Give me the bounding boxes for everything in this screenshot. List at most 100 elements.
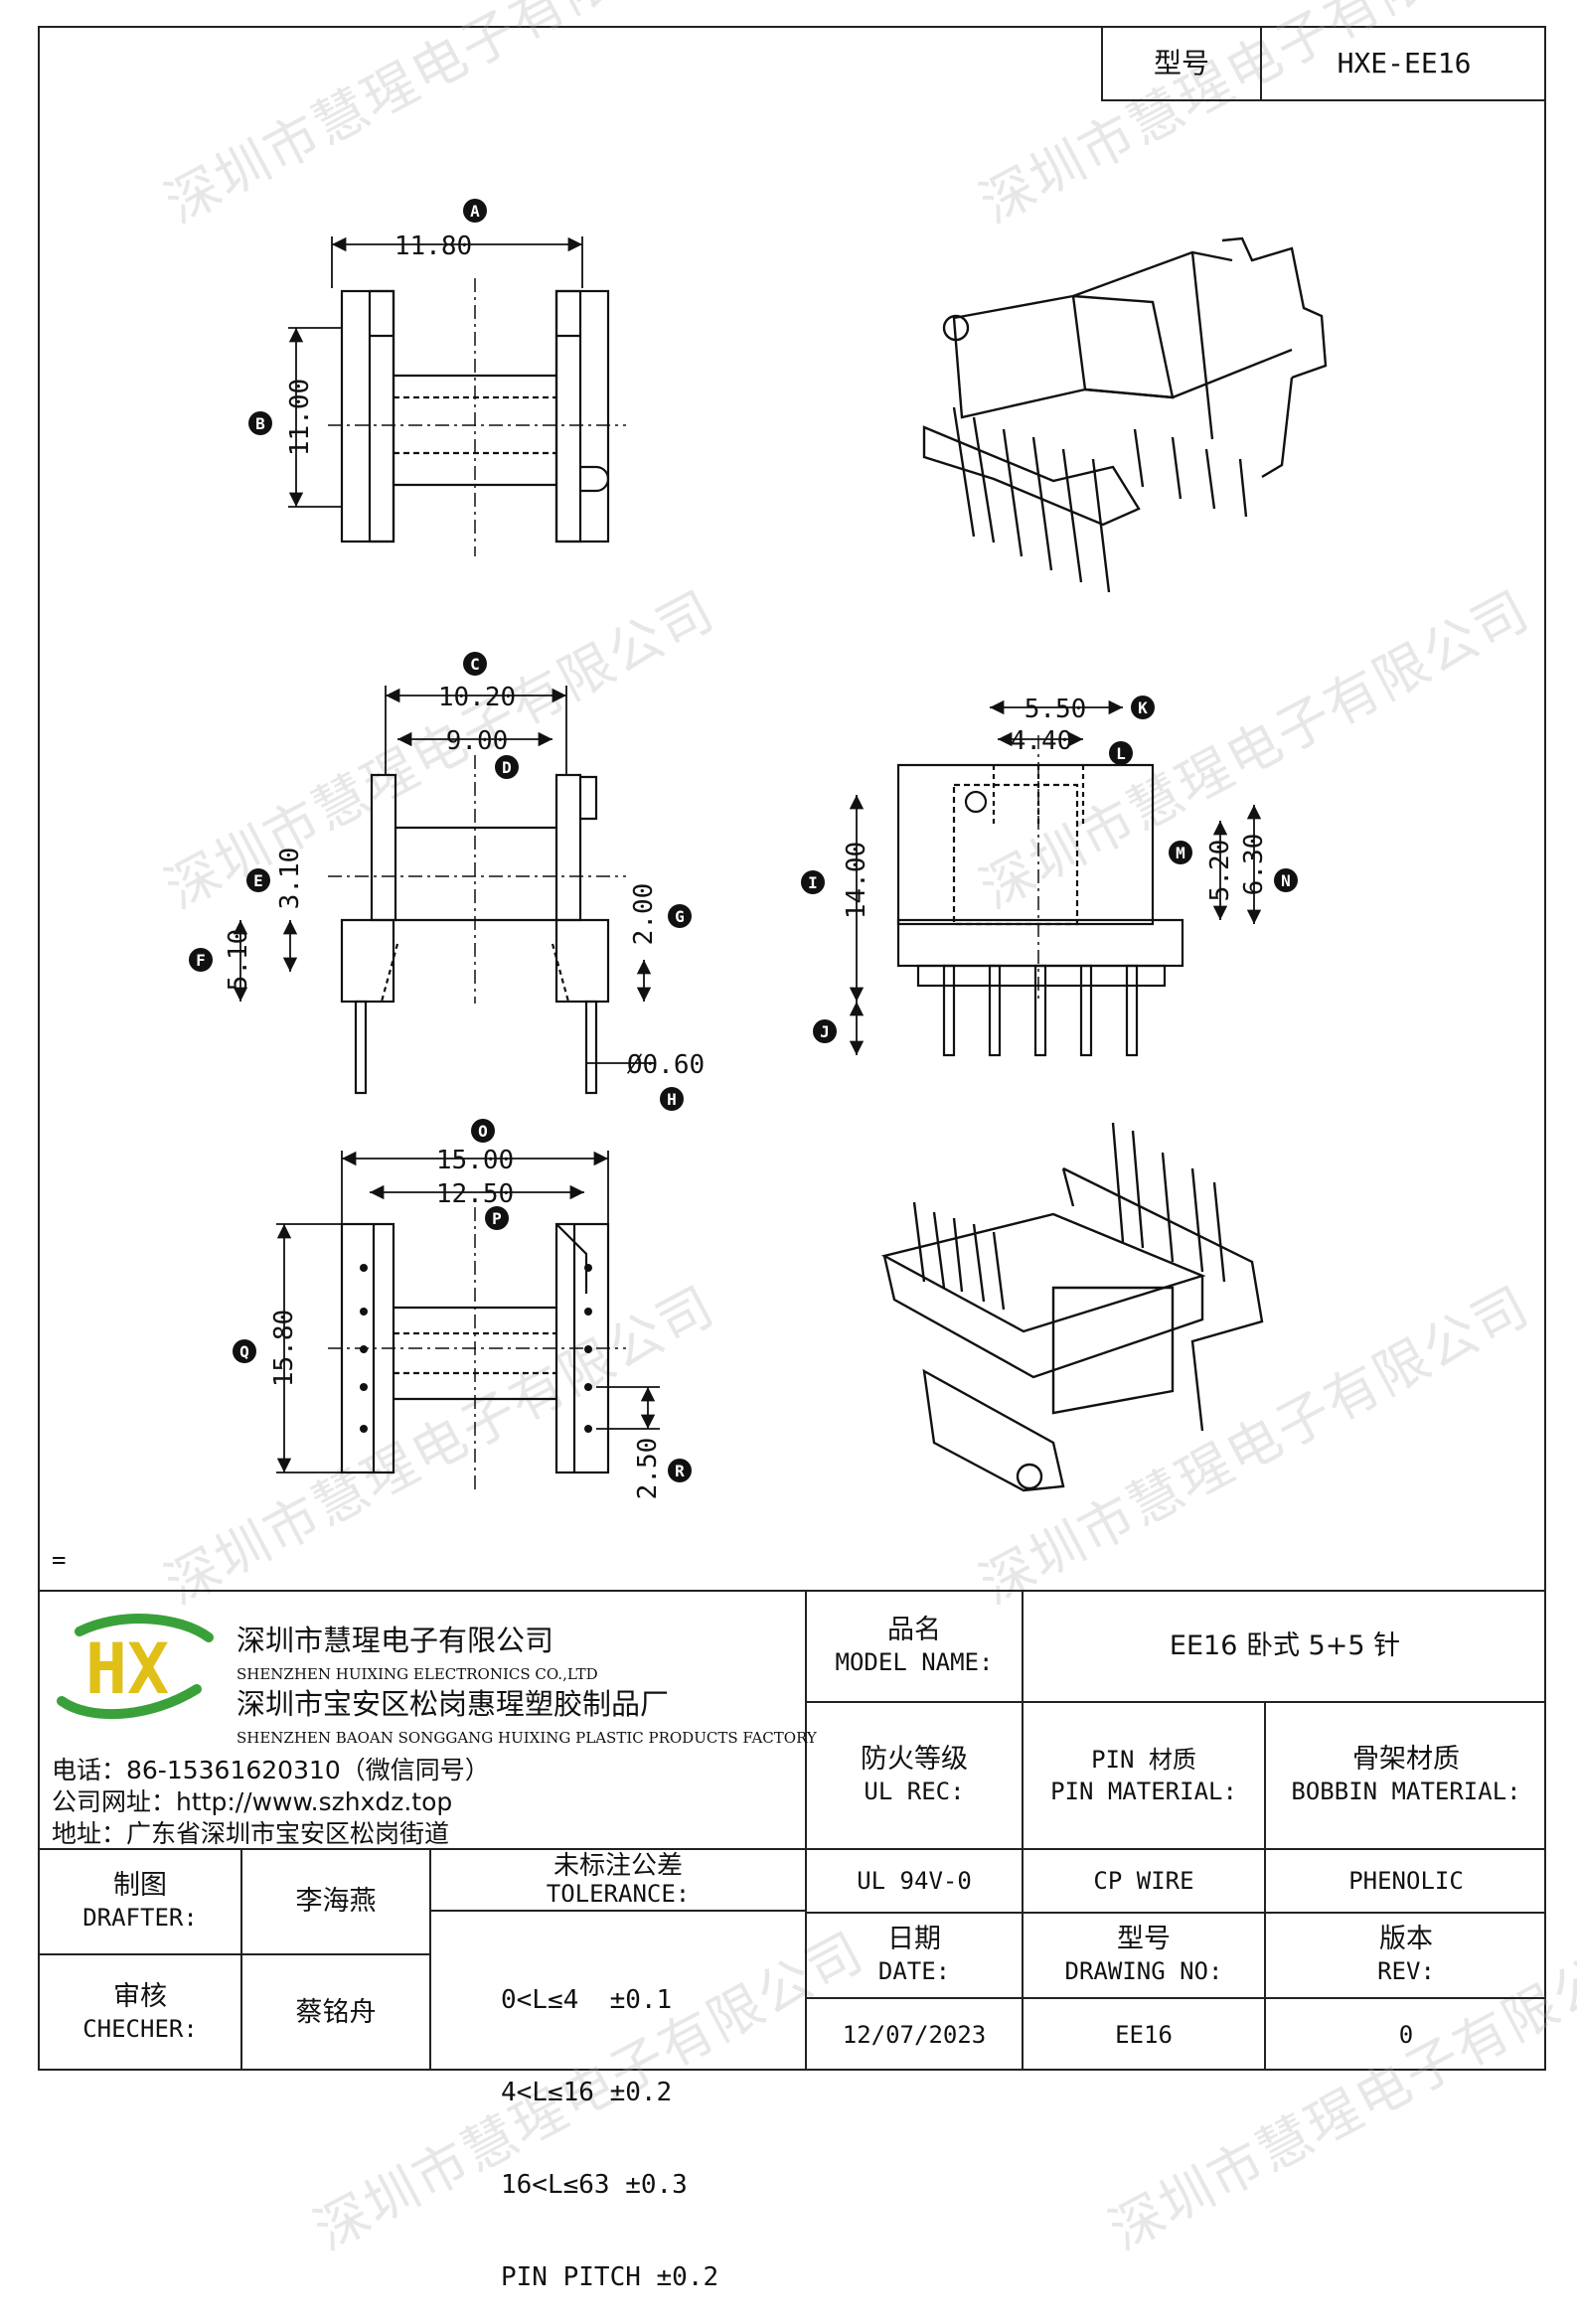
rev-cn: 版本	[1379, 1924, 1433, 1954]
svg-text:I: I	[808, 873, 818, 892]
factory-name-cn: 深圳市宝安区松岗惠瑆塑胶制品厂	[237, 1687, 670, 1721]
model-name-cn: 品名	[887, 1615, 941, 1645]
ref-circle-H: H	[660, 1087, 684, 1111]
svg-text:H: H	[667, 1090, 677, 1109]
dim-H-value: Ø0.60	[627, 1050, 705, 1080]
svg-text:R: R	[675, 1462, 685, 1480]
dim-K-value: 5.50	[1025, 695, 1087, 724]
drawing-no-cn: 型号	[1117, 1924, 1171, 1954]
ref-circle-G: G	[668, 904, 692, 928]
isometric-view-bottom	[880, 1122, 1264, 1492]
logo-letters: HX	[85, 1628, 169, 1710]
svg-text:N: N	[1281, 871, 1291, 890]
tolerance-en: TOLERANCE:	[546, 1880, 691, 1908]
dim-O-value: 15.00	[436, 1146, 514, 1175]
company-name-en: SHENZHEN HUIXING ELECTRONICS CO.,LTD	[237, 1665, 598, 1683]
svg-text:E: E	[253, 871, 263, 890]
svg-text:M: M	[1176, 844, 1185, 862]
svg-text:B: B	[255, 414, 265, 433]
ref-circle-P: P	[485, 1206, 509, 1230]
company-website: 公司网址：http://www.szhxdz.top	[52, 1787, 453, 1816]
svg-text:G: G	[675, 907, 685, 926]
rev-value: 0	[1398, 2021, 1414, 2049]
factory-name-en: SHENZHEN BAOAN SONGGANG HUIXING PLASTIC …	[237, 1729, 817, 1747]
pin-material-value: CP WIRE	[1093, 1867, 1194, 1895]
drawing-frame	[38, 26, 1546, 2071]
ul-rec-cn: 防火等级	[861, 1744, 968, 1775]
drafter-label: 制图 DRAFTER:	[40, 1850, 240, 1953]
dim-A-value: 11.80	[394, 232, 472, 261]
rev-label: 版本 REV:	[1266, 1914, 1546, 1997]
ref-circle-N: N	[1274, 868, 1298, 892]
ref-circle-L: L	[1109, 741, 1133, 765]
svg-text:D: D	[502, 758, 512, 777]
company-logo: HX	[50, 1610, 219, 1729]
front-view	[896, 735, 1184, 1057]
company-name-cn: 深圳市慧瑆电子有限公司	[237, 1624, 554, 1657]
ref-circle-O: O	[471, 1119, 495, 1143]
ref-circle-D: D	[495, 755, 519, 779]
drafter-name: 李海燕	[295, 1886, 377, 1917]
ref-circle-F: F	[189, 948, 213, 972]
ref-circle-J: J	[813, 1019, 837, 1043]
svg-text:O: O	[478, 1122, 488, 1141]
bobbin-material-en: BOBBIN MATERIAL:	[1291, 1778, 1521, 1805]
ref-circle-C: C	[463, 652, 487, 676]
dim-E-value: 3.10	[275, 848, 305, 910]
ref-circle-A: A	[463, 199, 487, 223]
company-phone: 电话：86-15361620310（微信同号）	[52, 1756, 490, 1784]
tolerance-list: 0<L≤4 ±0.1 4<L≤16 ±0.2 16<L≤63 ±0.3 PIN …	[501, 1924, 718, 2324]
isometric-view-top	[922, 236, 1328, 593]
ref-circle-R: R	[668, 1459, 692, 1482]
svg-text:C: C	[470, 655, 480, 674]
tolerance-cn: 未标注公差	[552, 1851, 683, 1881]
date-en: DATE:	[877, 1957, 951, 1985]
dim-B-value: 11.00	[285, 379, 315, 456]
ul-rec-en: UL REC:	[864, 1778, 965, 1805]
header-model-label: 型号	[1153, 47, 1209, 79]
tolerance-row: 16<L≤63 ±0.3	[501, 2170, 688, 2200]
dim-G-value: 2.00	[629, 883, 659, 946]
ref-circle-I: I	[801, 870, 825, 894]
dim-C-value: 10.20	[438, 683, 516, 712]
model-name-label: 品名 MODEL NAME:	[807, 1592, 1022, 1701]
svg-text:P: P	[492, 1209, 502, 1228]
date-cn: 日期	[887, 1924, 941, 1954]
ref-circle-Q: Q	[233, 1339, 256, 1363]
model-name-en: MODEL NAME:	[835, 1648, 994, 1676]
ref-circle-M: M	[1169, 841, 1192, 864]
pin-material-en: PIN MATERIAL:	[1050, 1778, 1237, 1805]
dim-D-value: 9.00	[446, 726, 509, 756]
bobbin-material-value: PHENOLIC	[1348, 1867, 1464, 1895]
pin-material-cn: PIN 材质	[1091, 1746, 1196, 1774]
tolerance-row: 0<L≤4 ±0.1	[501, 1985, 673, 2015]
rev-en: REV:	[1377, 1957, 1435, 1985]
dim-L-value: 4.40	[1011, 726, 1073, 756]
ref-circle-K: K	[1131, 696, 1155, 719]
drawing-no-en: DRAWING NO:	[1064, 1957, 1223, 1985]
bottom-view	[328, 1207, 626, 1490]
checker-en: CHECHER:	[82, 2015, 198, 2043]
svg-text:Q: Q	[239, 1342, 249, 1361]
ul-rec-value: UL 94V-0	[857, 1867, 972, 1895]
header-model-value: HXE-EE16	[1337, 47, 1472, 79]
tolerance-label: 未标注公差 TOLERANCE:	[431, 1850, 805, 1910]
ref-circle-B: B	[248, 411, 272, 435]
checker-label: 审核 CHECHER:	[40, 1955, 240, 2071]
dim-Q-value: 15.80	[269, 1310, 299, 1387]
svg-text:F: F	[196, 951, 206, 970]
ref-circle-E: E	[246, 868, 270, 892]
titleblock-top-border	[38, 1590, 1546, 1592]
drafter-cn: 制图	[113, 1870, 167, 1901]
drawing-no-label: 型号 DRAWING NO:	[1024, 1914, 1264, 1997]
top-view	[328, 278, 626, 556]
bobbin-material-label: 骨架材质 BOBBIN MATERIAL:	[1266, 1703, 1546, 1848]
dim-N-value: 6.30	[1239, 834, 1269, 896]
date-label: 日期 DATE:	[807, 1914, 1022, 1997]
drafter-en: DRAFTER:	[82, 1904, 198, 1932]
svg-text:L: L	[1116, 744, 1126, 763]
checker-cn: 审核	[113, 1981, 167, 2012]
tolerance-row: PIN PITCH ±0.2	[501, 2262, 719, 2292]
checker-name: 蔡铭舟	[295, 1997, 377, 2028]
company-address: 地址：广东省深圳市宝安区松岗街道	[52, 1819, 450, 1848]
